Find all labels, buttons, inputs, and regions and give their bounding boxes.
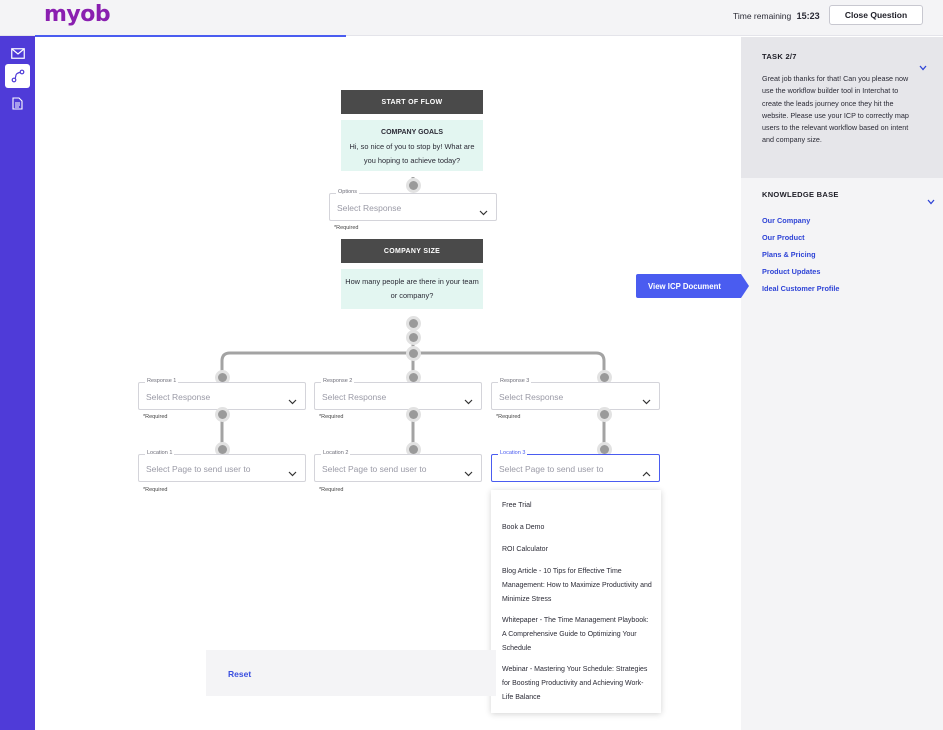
required-note: *Required	[319, 487, 344, 493]
view-icp-document-button[interactable]: View ICP Document	[636, 274, 741, 298]
tooltip-arrow	[741, 274, 749, 298]
options-select[interactable]: Options Select Response	[329, 189, 497, 221]
response-value: Select Response	[322, 392, 387, 402]
connector-dot[interactable]	[218, 373, 227, 382]
location-value: Select Page to send user to	[499, 464, 604, 474]
response-label: Response 1	[145, 378, 179, 384]
location-value: Select Page to send user to	[146, 464, 251, 474]
myob-logo: myob	[44, 2, 111, 27]
company-size-node: COMPANY SIZE	[341, 239, 483, 263]
response-3-select[interactable]: Response 3 Select Response	[491, 378, 660, 410]
reset-button[interactable]: Reset	[228, 669, 252, 679]
time-remaining-value: 15:23	[796, 11, 820, 21]
chevron-down-icon	[464, 464, 473, 482]
options-select-value: Select Response	[337, 203, 402, 213]
company-size-message[interactable]: How many people are there in your team o…	[341, 269, 483, 309]
location-1-select[interactable]: Location 1 Select Page to send user to	[138, 450, 306, 482]
location-label: Location 2	[321, 450, 351, 456]
connector-dot[interactable]	[218, 445, 227, 454]
response-value: Select Response	[499, 392, 564, 402]
company-goals-title: COMPANY GOALS	[381, 129, 443, 136]
kb-link-ideal-customer-profile[interactable]: Ideal Customer Profile	[762, 284, 840, 293]
response-value: Select Response	[146, 392, 211, 402]
dropdown-option[interactable]: Webinar - Mastering Your Schedule: Strat…	[502, 666, 648, 701]
knowledge-base-title: KNOWLEDGE BASE	[762, 190, 839, 199]
chevron-down-icon[interactable]	[919, 58, 927, 76]
required-note: *Required	[143, 414, 168, 420]
task-description: Great job thanks for that! Can you pleas…	[762, 74, 909, 145]
document-icon[interactable]	[5, 91, 30, 115]
connector-dot[interactable]	[600, 410, 609, 419]
kb-link-plans-pricing[interactable]: Plans & Pricing	[762, 250, 816, 259]
connector-dot[interactable]	[409, 410, 418, 419]
time-remaining: Time remaining 15:23	[733, 11, 820, 21]
start-of-flow-node: START OF FLOW	[341, 90, 483, 114]
dropdown-option[interactable]: Book a Demo	[502, 524, 545, 531]
task-progress-bar	[35, 35, 346, 37]
dropdown-option[interactable]: ROI Calculator	[502, 546, 548, 553]
required-note: *Required	[496, 414, 521, 420]
chevron-down-icon	[288, 392, 297, 410]
response-label: Response 2	[321, 378, 355, 384]
chevron-down-icon	[642, 392, 651, 410]
kb-link-our-company[interactable]: Our Company	[762, 216, 811, 225]
connector-dot[interactable]	[409, 333, 418, 342]
required-note: *Required	[334, 225, 359, 231]
location-3-dropdown: Free Trial Book a Demo ROI Calculator Bl…	[491, 490, 661, 713]
task-sidebar: TASK 2/7 Great job thanks for that! Can …	[741, 37, 943, 730]
dropdown-option[interactable]: Blog Article - 10 Tips for Effective Tim…	[502, 568, 652, 603]
location-label: Location 3	[498, 450, 528, 456]
response-2-select[interactable]: Response 2 Select Response	[314, 378, 482, 410]
options-select-label: Options	[336, 189, 359, 195]
location-2-select[interactable]: Location 2 Select Page to send user to	[314, 450, 482, 482]
connector-dot[interactable]	[409, 445, 418, 454]
connector-dot[interactable]	[409, 319, 418, 328]
kb-link-product-updates[interactable]: Product Updates	[762, 267, 821, 276]
location-3-select[interactable]: Location 3 Select Page to send user to	[491, 450, 660, 482]
action-bar: Reset	[206, 650, 496, 696]
chevron-up-icon	[642, 464, 651, 482]
dropdown-option[interactable]: Whitepaper - The Time Management Playboo…	[502, 617, 649, 652]
workflow-icon[interactable]	[5, 64, 30, 88]
response-label: Response 3	[498, 378, 532, 384]
top-bar: myob Time remaining 15:23 Close Question	[0, 0, 943, 36]
close-question-button[interactable]: Close Question	[829, 5, 923, 25]
company-goals-node[interactable]: COMPANY GOALS Hi, so nice of you to stop…	[341, 120, 483, 171]
dropdown-option[interactable]: Free Trial	[502, 502, 532, 509]
required-note: *Required	[319, 414, 344, 420]
required-note: *Required	[143, 487, 168, 493]
connector-dot[interactable]	[409, 373, 418, 382]
connector-dot[interactable]	[600, 445, 609, 454]
location-label: Location 1	[145, 450, 175, 456]
response-1-select[interactable]: Response 1 Select Response	[138, 378, 306, 410]
kb-link-our-product[interactable]: Our Product	[762, 233, 805, 242]
chevron-down-icon	[464, 392, 473, 410]
task-panel: TASK 2/7 Great job thanks for that! Can …	[741, 37, 943, 178]
chevron-down-icon	[288, 464, 297, 482]
left-nav	[0, 36, 35, 730]
chevron-down-icon	[479, 203, 488, 221]
chevron-down-icon[interactable]	[927, 192, 935, 210]
connector-dot[interactable]	[409, 181, 418, 190]
task-title: TASK 2/7	[762, 52, 797, 61]
company-goals-text: Hi, so nice of you to stop by! What are …	[349, 142, 475, 165]
workflow-canvas: START OF FLOW COMPANY GOALS Hi, so nice …	[35, 37, 741, 730]
time-remaining-label: Time remaining	[733, 11, 792, 21]
location-value: Select Page to send user to	[322, 464, 427, 474]
connector-dot[interactable]	[600, 373, 609, 382]
connector-dot[interactable]	[409, 349, 418, 358]
mail-icon[interactable]	[5, 41, 30, 65]
connector-dot[interactable]	[218, 410, 227, 419]
